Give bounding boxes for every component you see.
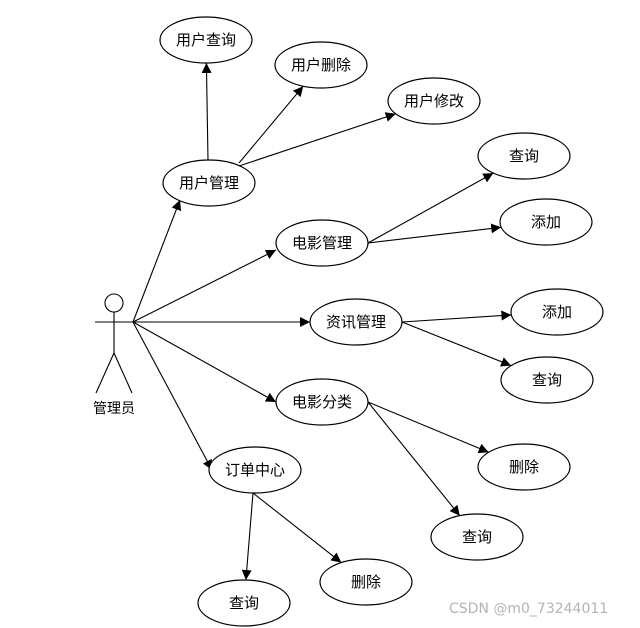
use-case-admin-movie: 电影管理 (275, 219, 369, 267)
actor-figure: 管理员 (93, 293, 135, 417)
use-case-label: 查询 (462, 528, 492, 546)
association-admin-user-to-admin-user-delete (238, 85, 304, 164)
use-case-ellipse (499, 198, 593, 246)
use-case-order-delete: 删除 (319, 558, 413, 606)
use-case-label: 查询 (532, 371, 562, 389)
use-case-label: 用户修改 (404, 92, 464, 110)
use-case-label: 电影管理 (292, 234, 352, 252)
use-case-ellipse (275, 219, 369, 267)
use-case-ellipse (208, 446, 302, 494)
use-case-admin-news: 资讯管理 (309, 298, 403, 346)
use-case-label: 用户删除 (291, 56, 351, 74)
association-admin-user-to-admin-user-query (201, 62, 212, 161)
use-case-ellipse (274, 41, 368, 89)
use-case-label: 用户查询 (176, 31, 236, 49)
use-case-label: 查询 (229, 594, 259, 612)
use-case-label: 资讯管理 (326, 313, 386, 331)
association-admin-user-to-admin-user-edit (238, 112, 396, 167)
association-admin-movie-to-movie-add (367, 223, 502, 244)
actor-left-leg (95, 352, 115, 394)
use-case-ellipse (500, 356, 594, 404)
use-case-order-query: 查询 (197, 579, 291, 627)
use-case-label: 查询 (509, 147, 539, 165)
use-case-label: 添加 (531, 213, 561, 231)
association-admin-movie-to-movie-query (367, 172, 494, 244)
association-admin-news-to-news-add (401, 310, 512, 323)
use-case-label: 删除 (351, 573, 381, 591)
use-case-ellipse (510, 288, 604, 336)
use-case-category-query: 查询 (430, 513, 524, 561)
use-case-news-query: 查询 (500, 356, 594, 404)
association-admin-category-to-category-delete (367, 401, 489, 454)
use-case-admin-category: 电影分类 (275, 378, 369, 426)
use-case-ellipse (477, 443, 571, 491)
use-case-label: 用户管理 (179, 174, 239, 192)
association-lines (132, 62, 512, 581)
use-case-admin-user-edit: 用户修改 (387, 77, 481, 125)
association-actor-to-admin-movie (132, 249, 277, 323)
use-case-label: 删除 (509, 458, 539, 476)
association-admin-order-to-order-delete (252, 492, 342, 564)
use-case-admin-user-delete: 用户删除 (274, 41, 368, 89)
association-actor-to-admin-user (132, 199, 182, 323)
use-case-label: 电影分类 (292, 393, 352, 411)
actor-label: 管理员 (93, 401, 135, 417)
use-case-ellipse (162, 159, 256, 207)
actor-head (104, 293, 124, 313)
use-cases: 用户管理用户查询用户删除用户修改电影管理查询添加资讯管理添加查询电影分类删除查询… (159, 16, 604, 627)
association-actor-to-admin-order (132, 321, 213, 471)
association-admin-category-to-category-query (367, 401, 461, 517)
use-case-ellipse (309, 298, 403, 346)
use-case-movie-add: 添加 (499, 198, 593, 246)
actor-right-leg (113, 352, 133, 394)
association-actor-to-admin-category (132, 321, 277, 403)
use-case-category-delete: 删除 (477, 443, 571, 491)
use-case-news-add: 添加 (510, 288, 604, 336)
use-case-ellipse (197, 579, 291, 627)
watermark: CSDN @m0_73244011 (449, 601, 609, 617)
use-case-ellipse (319, 558, 413, 606)
association-admin-order-to-order-query (241, 492, 254, 581)
use-case-ellipse (387, 77, 481, 125)
association-admin-news-to-news-query (401, 321, 512, 367)
use-case-admin-order: 订单中心 (208, 446, 302, 494)
use-case-admin-user-query: 用户查询 (159, 16, 253, 64)
use-case-label: 添加 (542, 303, 572, 321)
use-case-ellipse (430, 513, 524, 561)
use-case-ellipse (159, 16, 253, 64)
use-case-ellipse (275, 378, 369, 426)
use-case-admin-user: 用户管理 (162, 159, 256, 207)
use-case-movie-query: 查询 (477, 132, 571, 180)
use-case-label: 订单中心 (225, 461, 285, 479)
use-case-ellipse (477, 132, 571, 180)
